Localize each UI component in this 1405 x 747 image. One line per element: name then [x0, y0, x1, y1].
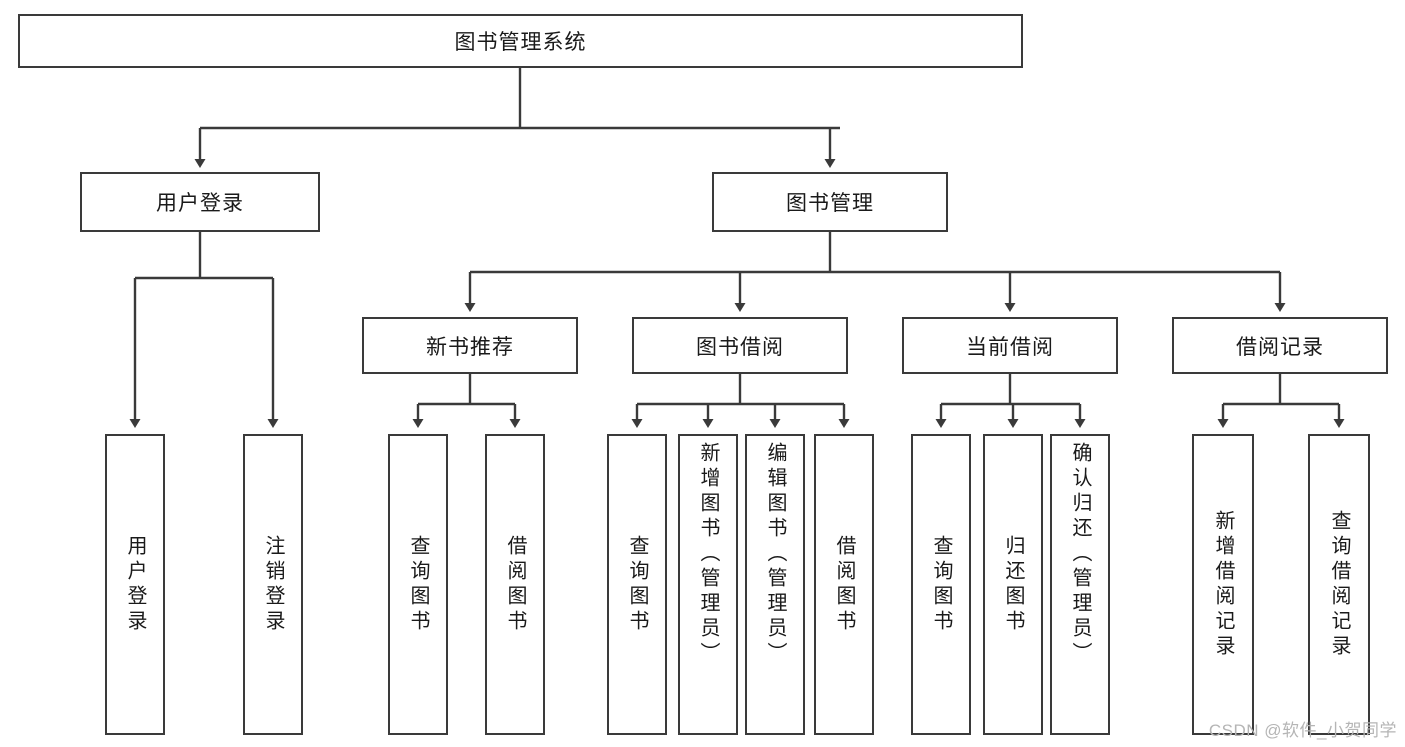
watermark-text: CSDN @软件_小贺同学	[1208, 721, 1397, 740]
node-leaf-add-borrow-record[interactable]: 新增借阅记录	[1192, 434, 1254, 735]
node-leaf-user-login[interactable]: 用户登录	[105, 434, 165, 735]
node-leaf-edit-book-admin[interactable]: 编辑图书（管理员）	[745, 434, 805, 735]
node-new-book-recommend[interactable]: 新书推荐	[362, 317, 578, 374]
node-label: 用户登录	[124, 534, 146, 635]
node-label: 确认归还（管理员）	[1069, 442, 1091, 667]
node-current-borrow[interactable]: 当前借阅	[902, 317, 1118, 374]
node-label: 归还图书	[1002, 534, 1024, 635]
node-label: 新增借阅记录	[1212, 509, 1234, 660]
node-book-management[interactable]: 图书管理	[712, 172, 948, 232]
node-user-login[interactable]: 用户登录	[80, 172, 320, 232]
node-borrow-record[interactable]: 借阅记录	[1172, 317, 1388, 374]
node-leaf-logout[interactable]: 注销登录	[243, 434, 303, 735]
node-label: 查询借阅记录	[1328, 509, 1350, 660]
node-label: 新书推荐	[426, 335, 514, 359]
node-label: 注销登录	[262, 534, 284, 635]
node-label: 查询图书	[407, 534, 429, 635]
node-leaf-query-book-3[interactable]: 查询图书	[911, 434, 971, 735]
node-label: 图书借阅	[696, 335, 784, 359]
node-label: 编辑图书（管理员）	[764, 442, 786, 667]
node-label: 借阅记录	[1236, 335, 1324, 359]
node-label: 当前借阅	[966, 335, 1054, 359]
node-leaf-query-book-1[interactable]: 查询图书	[388, 434, 448, 735]
node-leaf-query-borrow-record[interactable]: 查询借阅记录	[1308, 434, 1370, 735]
node-label: 新增图书（管理员）	[697, 442, 719, 667]
node-leaf-borrow-book-2[interactable]: 借阅图书	[814, 434, 874, 735]
node-label: 图书管理系统	[454, 31, 587, 54]
node-label: 查询图书	[930, 534, 952, 635]
node-leaf-query-book-2[interactable]: 查询图书	[607, 434, 667, 735]
node-label: 借阅图书	[833, 534, 855, 635]
node-leaf-confirm-return-admin[interactable]: 确认归还（管理员）	[1050, 434, 1110, 735]
node-label: 借阅图书	[504, 534, 526, 635]
node-label: 用户登录	[156, 192, 244, 215]
node-leaf-add-book-admin[interactable]: 新增图书（管理员）	[678, 434, 738, 735]
node-leaf-return-book[interactable]: 归还图书	[983, 434, 1043, 735]
node-label: 查询图书	[626, 534, 648, 635]
node-leaf-borrow-book-1[interactable]: 借阅图书	[485, 434, 545, 735]
node-book-management-system[interactable]: 图书管理系统	[18, 14, 1023, 68]
node-book-borrow[interactable]: 图书借阅	[632, 317, 848, 374]
node-label: 图书管理	[786, 192, 874, 215]
